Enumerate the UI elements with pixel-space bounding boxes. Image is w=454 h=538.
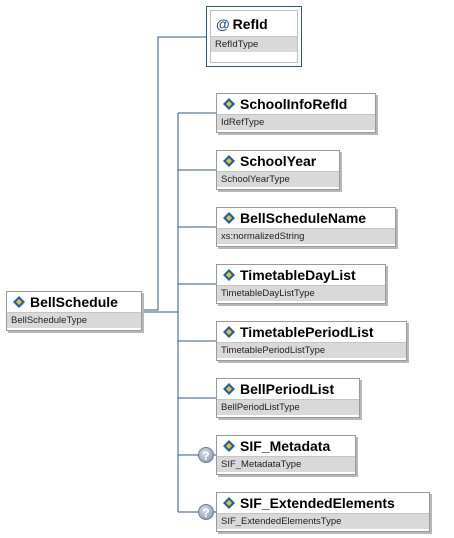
element-type: IdRefType: [217, 114, 375, 130]
element-icon: [13, 296, 25, 308]
element-header: BellPeriodList: [217, 379, 359, 399]
element-icon: [223, 155, 235, 167]
root-type: BellScheduleType: [7, 312, 141, 328]
element-name: BellScheduleName: [240, 210, 367, 226]
attribute-at-icon: @: [216, 15, 230, 32]
element-type: BellPeriodListType: [217, 399, 359, 415]
element-node-sif-extendedelements[interactable]: SIF_ExtendedElements SIF_ExtendedElement…: [216, 492, 430, 532]
element-type: SchoolYearType: [217, 171, 339, 187]
element-name: SchoolInfoRefId: [240, 96, 348, 112]
root-node-bellschedule[interactable]: BellSchedule BellScheduleType: [6, 291, 142, 331]
element-name: BellPeriodList: [240, 381, 335, 397]
element-node-sif-metadata[interactable]: SIF_Metadata SIF_MetadataType: [216, 435, 356, 475]
element-name: SIF_Metadata: [240, 438, 331, 454]
element-header: TimetablePeriodList: [217, 322, 406, 342]
element-node-bellperiodlist[interactable]: BellPeriodList BellPeriodListType: [216, 378, 360, 418]
element-header: SIF_Metadata: [217, 436, 355, 456]
element-icon: [223, 212, 235, 224]
attribute-inner-box: @ RefId RefIdType: [210, 10, 298, 63]
element-header: BellScheduleName: [217, 208, 395, 228]
element-icon: [223, 98, 235, 110]
element-header: TimetableDayList: [217, 265, 385, 285]
root-to-attribute-line: [144, 36, 206, 311]
attribute-name: RefId: [232, 15, 268, 32]
root-header: BellSchedule: [7, 292, 141, 312]
element-node-schoolinforefid[interactable]: SchoolInfoRefId IdRefType: [216, 93, 376, 133]
element-type: TimetablePeriodListType: [217, 342, 406, 358]
attribute-type: RefIdType: [211, 36, 297, 52]
element-name: TimetablePeriodList: [240, 324, 374, 340]
optional-question-icon: ?: [198, 447, 214, 463]
optional-question-icon: ?: [198, 504, 214, 520]
element-type: xs:normalizedString: [217, 228, 395, 244]
element-icon: [223, 269, 235, 281]
element-node-bellschedulename[interactable]: BellScheduleName xs:normalizedString: [216, 207, 396, 247]
element-icon: [223, 497, 235, 509]
element-name: SIF_ExtendedElements: [240, 495, 395, 511]
element-icon: [223, 440, 235, 452]
root-name: BellSchedule: [30, 294, 118, 310]
element-name: SchoolYear: [240, 153, 317, 169]
attribute-header: @ RefId: [211, 11, 297, 36]
element-type: SIF_MetadataType: [217, 456, 355, 472]
element-type: SIF_ExtendedElementsType: [217, 513, 429, 529]
element-type: TimetableDayListType: [217, 285, 385, 301]
element-header: SIF_ExtendedElements: [217, 493, 429, 513]
element-name: TimetableDayList: [240, 267, 356, 283]
element-icon: [223, 326, 235, 338]
element-header: SchoolYear: [217, 151, 339, 171]
attribute-node-refid[interactable]: @ RefId RefIdType: [206, 6, 302, 67]
element-node-timetableperiodlist[interactable]: TimetablePeriodList TimetablePeriodListT…: [216, 321, 407, 361]
element-header: SchoolInfoRefId: [217, 94, 375, 114]
element-node-schoolyear[interactable]: SchoolYear SchoolYearType: [216, 150, 340, 190]
element-icon: [223, 383, 235, 395]
element-node-timetabledaylist[interactable]: TimetableDayList TimetableDayListType: [216, 264, 386, 304]
